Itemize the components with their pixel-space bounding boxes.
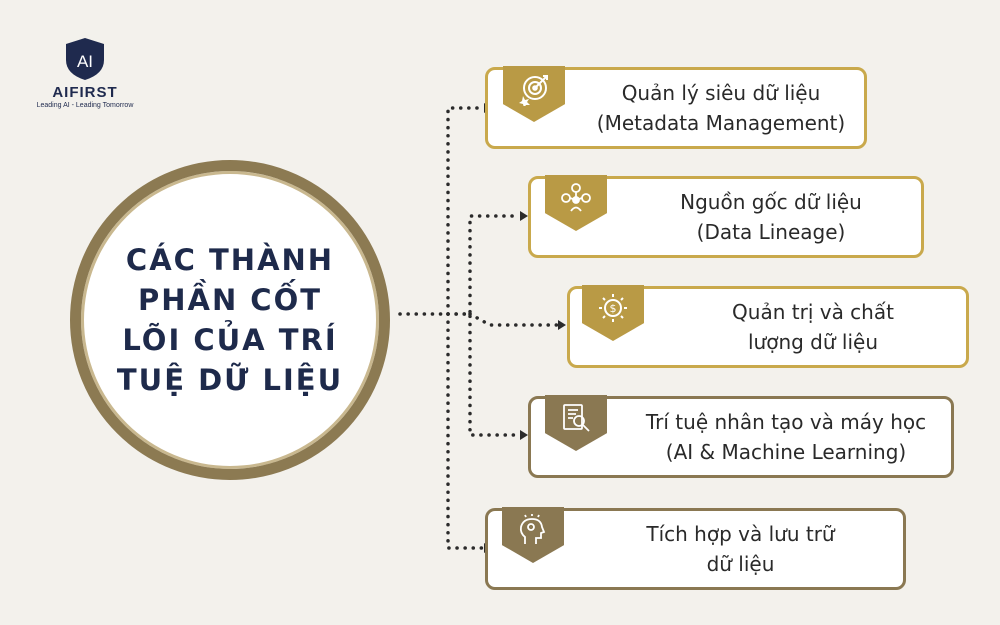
card-text: Trí tuệ nhân tạo và máy học(AI & Machine… [645, 410, 927, 464]
card-text: Quản lý siêu dữ liệu(Metadata Management… [596, 81, 846, 135]
brand-name: AIFIRST [52, 84, 118, 101]
shield-logo-icon: AI [66, 38, 104, 80]
center-circle: CÁC THÀNH PHẦN CỐT LÕI CỦA TRÍ TUỆ DỮ LI… [70, 160, 390, 480]
brand-logo: AI AIFIRST Leading AI - Leading Tomorrow [30, 36, 140, 109]
brand-tagline: Leading AI - Leading Tomorrow [36, 102, 134, 109]
svg-text:$: $ [610, 302, 617, 315]
card-ai-machine-learning: Trí tuệ nhân tạo và máy học(AI & Machine… [528, 395, 954, 478]
card-text: Nguồn gốc dữ liệu(Data Lineage) [680, 190, 862, 244]
svg-text:AI: AI [77, 52, 93, 71]
card-data-lineage: Nguồn gốc dữ liệu(Data Lineage) [528, 175, 924, 258]
dollar-gear-icon: $ [599, 294, 627, 322]
card-badge [502, 507, 564, 563]
card-badge: $ [582, 285, 644, 341]
document-search-icon [563, 404, 590, 432]
target-icon [519, 75, 548, 106]
card-metadata-management: Quản lý siêu dữ liệu(Metadata Management… [485, 66, 867, 149]
network-icon [561, 183, 591, 212]
center-title: CÁC THÀNH PHẦN CỐT LÕI CỦA TRÍ TUỆ DỮ LI… [116, 243, 344, 397]
head-idea-icon [519, 514, 546, 544]
